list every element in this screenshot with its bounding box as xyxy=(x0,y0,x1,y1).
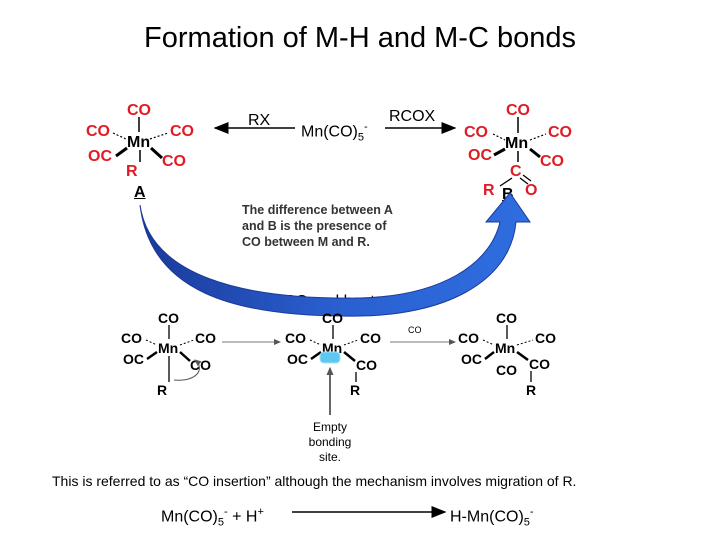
molecule-mid-2: CO CO Mn CO OC CO R xyxy=(285,310,381,415)
svg-text:CO: CO xyxy=(86,123,110,140)
svg-text:CO: CO xyxy=(195,330,216,346)
svg-text:CO: CO xyxy=(162,153,186,170)
svg-text:CO: CO xyxy=(535,330,556,346)
svg-text:Mn: Mn xyxy=(127,134,150,151)
svg-text:R: R xyxy=(157,382,167,398)
svg-text:R: R xyxy=(350,382,360,398)
svg-text:CO: CO xyxy=(360,330,381,346)
molecule-mid-3: CO CO Mn CO OC CO CO R xyxy=(458,310,556,398)
svg-text:R: R xyxy=(526,382,536,398)
svg-text:CO: CO xyxy=(158,310,179,326)
svg-text:CO: CO xyxy=(540,153,564,170)
molecule-mid-1: CO CO Mn CO OC CO R xyxy=(121,310,216,398)
svg-text:CO: CO xyxy=(496,362,517,378)
svg-text:CO: CO xyxy=(458,330,479,346)
svg-text:CO: CO xyxy=(190,357,211,373)
svg-text:CO: CO xyxy=(464,124,488,141)
molecule-a: CO CO Mn CO OC CO R xyxy=(86,102,194,180)
insertion-note: This is referred to as “CO insertion” al… xyxy=(52,473,577,489)
svg-text:CO: CO xyxy=(496,310,517,326)
big-curved-arrow xyxy=(139,192,531,317)
svg-text:R: R xyxy=(126,163,138,180)
rx-label: RX xyxy=(248,112,271,129)
svg-text:OC: OC xyxy=(123,351,144,367)
svg-text:OC: OC xyxy=(468,147,492,164)
difference-note: The difference between A and B is the pr… xyxy=(242,203,393,249)
molecule-b: CO CO Mn CO OC CO C R O xyxy=(464,102,572,199)
eq-right: H-Mn(CO)5- xyxy=(450,506,534,529)
svg-text:CO: CO xyxy=(285,330,306,346)
svg-text:CO: CO xyxy=(322,310,343,326)
svg-text:CO: CO xyxy=(127,102,151,119)
svg-text:CO: CO xyxy=(356,357,377,373)
svg-text:Mn: Mn xyxy=(505,135,528,152)
svg-text:CO: CO xyxy=(121,330,142,346)
eq-left: Mn(CO)5- + H+ xyxy=(161,506,264,529)
svg-text:Mn: Mn xyxy=(158,340,178,356)
svg-text:CO: CO xyxy=(529,356,550,372)
rcox-label: RCOX xyxy=(389,108,436,125)
page-title: Formation of M-H and M-C bonds xyxy=(144,22,576,54)
svg-text:CO: CO xyxy=(506,102,530,119)
co-small-label: CO xyxy=(408,325,422,335)
label-a: A xyxy=(134,184,146,201)
label-b: B xyxy=(502,186,514,203)
svg-text:OC: OC xyxy=(88,148,112,165)
svg-text:CO: CO xyxy=(170,123,194,140)
svg-text:C: C xyxy=(510,163,522,180)
svg-text:CO: CO xyxy=(548,124,572,141)
svg-text:OC: OC xyxy=(461,351,482,367)
svg-text:OC: OC xyxy=(287,351,308,367)
svg-text:Mn: Mn xyxy=(495,340,515,356)
svg-text:O: O xyxy=(525,182,537,199)
empty-site-marker xyxy=(319,351,341,364)
svg-text:R: R xyxy=(483,182,495,199)
mn-anion-label: Mn(CO)5- xyxy=(301,121,368,144)
empty-site-note: Empty bonding site. xyxy=(308,420,352,464)
